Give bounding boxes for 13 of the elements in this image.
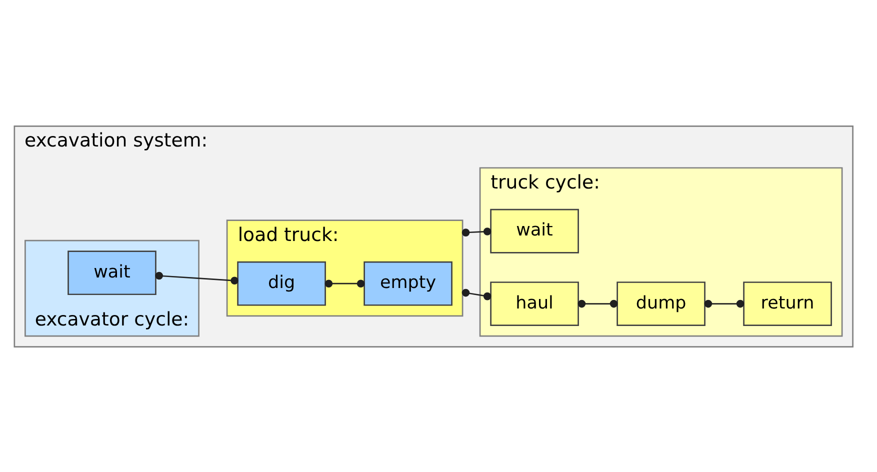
connector: [577, 299, 618, 308]
node-box: haul: [490, 281, 578, 326]
node-box: return: [742, 281, 832, 326]
node-box: wait: [67, 250, 156, 295]
connector: [461, 288, 491, 300]
connector: [154, 271, 238, 284]
node-box: dump: [616, 281, 705, 326]
node-box: dig: [236, 260, 326, 306]
connector: [704, 299, 744, 308]
node-box: wait: [490, 208, 578, 253]
connector: [324, 279, 364, 287]
node-box: empty: [363, 260, 452, 306]
connector: [461, 227, 491, 236]
